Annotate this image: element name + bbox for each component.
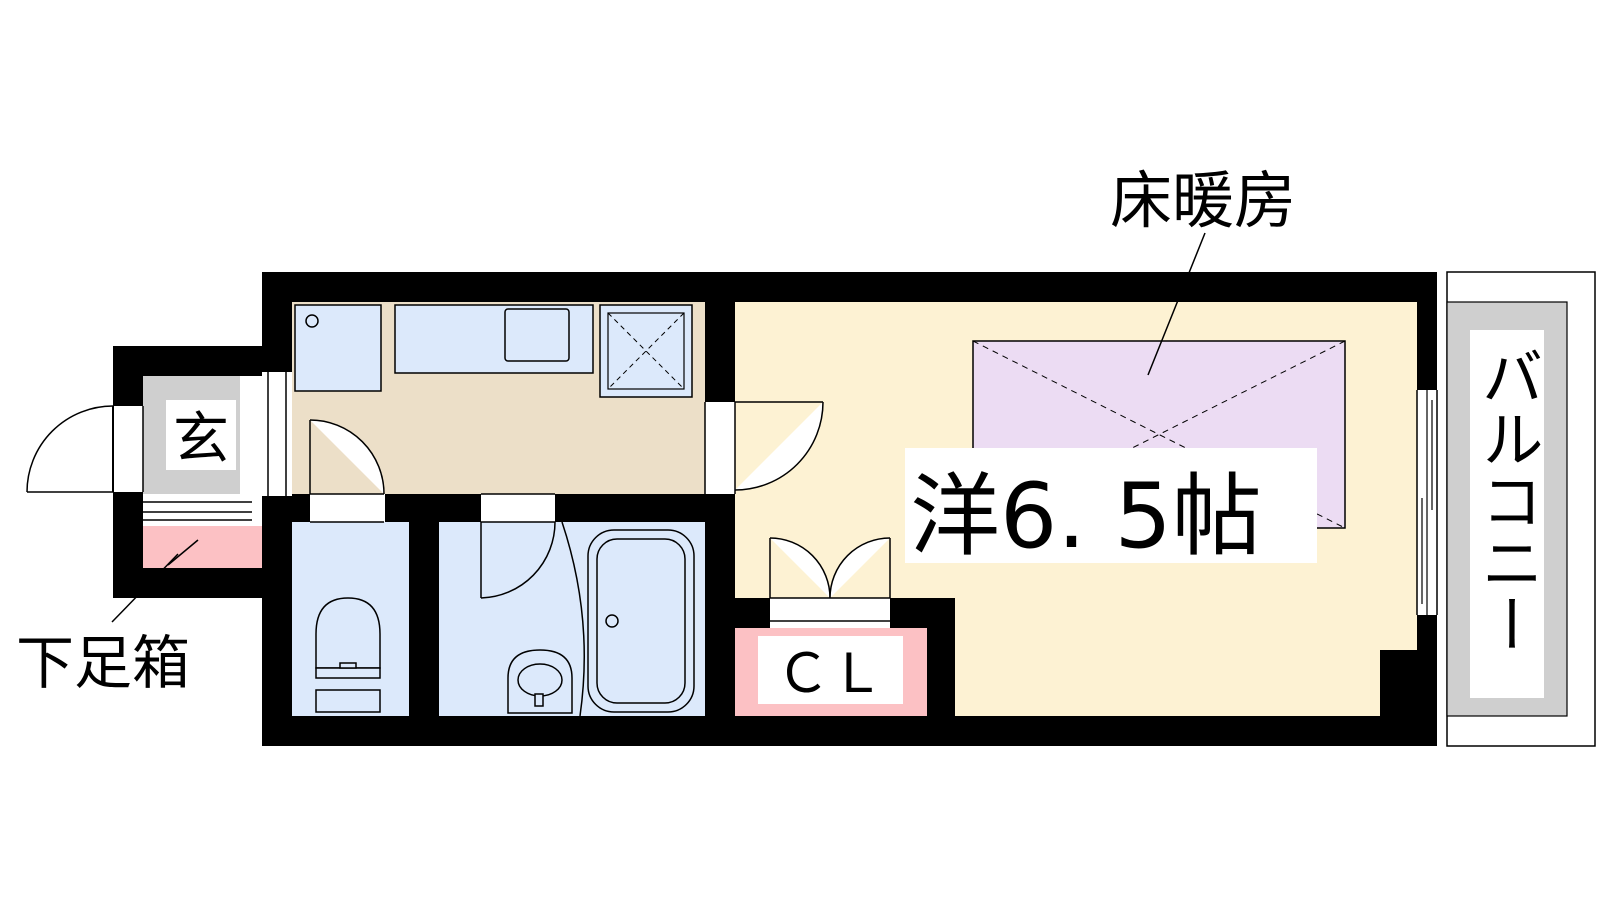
inner-entrance-door (262, 372, 292, 496)
floor-heating-leader-line (1147, 232, 1206, 376)
western-room-label-bg (905, 448, 1317, 563)
shoe-box (143, 526, 262, 568)
western-room-label: 洋6. 5帖 (910, 464, 1262, 569)
toilet-door-swing-icon (309, 419, 385, 523)
bathroom-divider-curve (561, 521, 585, 717)
stove-icon (599, 304, 693, 398)
shoe-box-label: 下足箱 (16, 629, 190, 697)
fridge-icon (294, 304, 382, 392)
fridge-dot (305, 314, 319, 328)
entrance-label: 玄 (173, 407, 229, 472)
balcony-label: バルコニー (1471, 345, 1544, 655)
balcony (1446, 271, 1596, 747)
washbasin-icon (507, 649, 573, 714)
bathtub-icon (587, 529, 695, 713)
closet-label-bg (758, 636, 903, 704)
floor-heating-label: 床暖房 (1110, 164, 1296, 237)
closet-label: ＣＬ (776, 642, 884, 705)
entrance-label-bg (166, 400, 236, 470)
toilet-icon (315, 597, 381, 713)
shoe-box-leader-line (111, 553, 179, 623)
shoe-box-diagonal (167, 539, 199, 566)
room-door-swing-icon (704, 401, 824, 494)
balcony-window (1416, 390, 1438, 615)
closet-door-swing-icon (769, 537, 891, 628)
sink-icon (504, 308, 570, 362)
walls (113, 272, 1437, 746)
entrance-door-swing-icon (26, 405, 144, 493)
bathroom-door-swing-icon (480, 493, 556, 599)
entrance-step (143, 494, 262, 526)
